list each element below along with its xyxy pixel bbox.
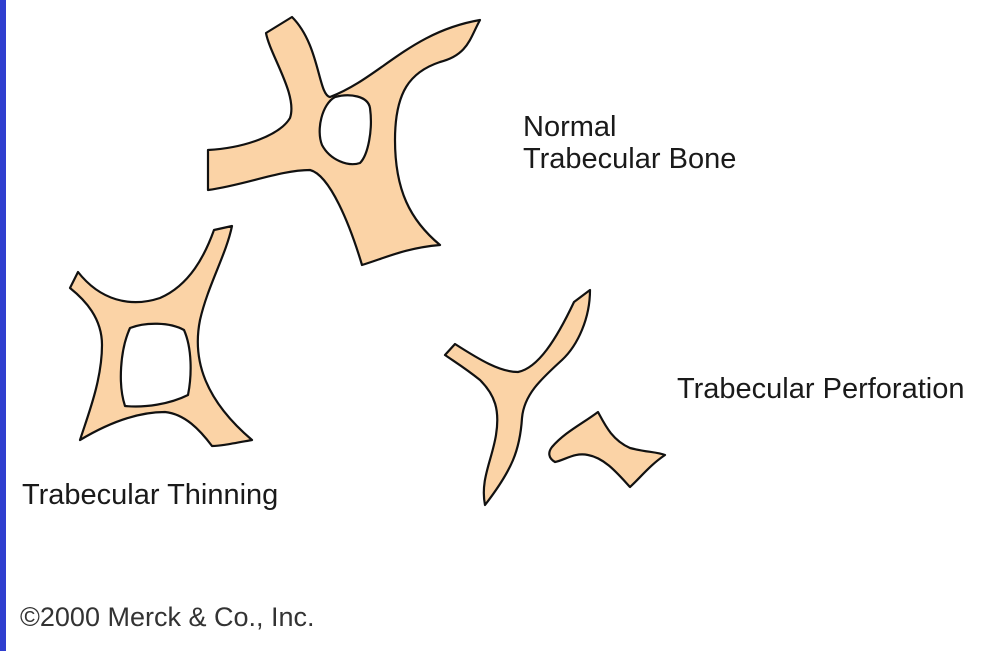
thinning-label: Trabecular Thinning (22, 479, 278, 511)
normal-bone-label: Normal Trabecular Bone (523, 111, 736, 175)
perforation-label: Trabecular Perforation (677, 373, 964, 405)
normal-bone-label-line1: Normal (523, 111, 736, 143)
trabecular-perforation-shape (445, 290, 665, 505)
normal-trabecular-bone-shape (208, 17, 480, 265)
normal-bone-label-line2: Trabecular Bone (523, 143, 736, 175)
trabecular-thinning-shape (70, 226, 252, 446)
copyright-notice: ©2000 Merck & Co., Inc. (20, 602, 315, 633)
